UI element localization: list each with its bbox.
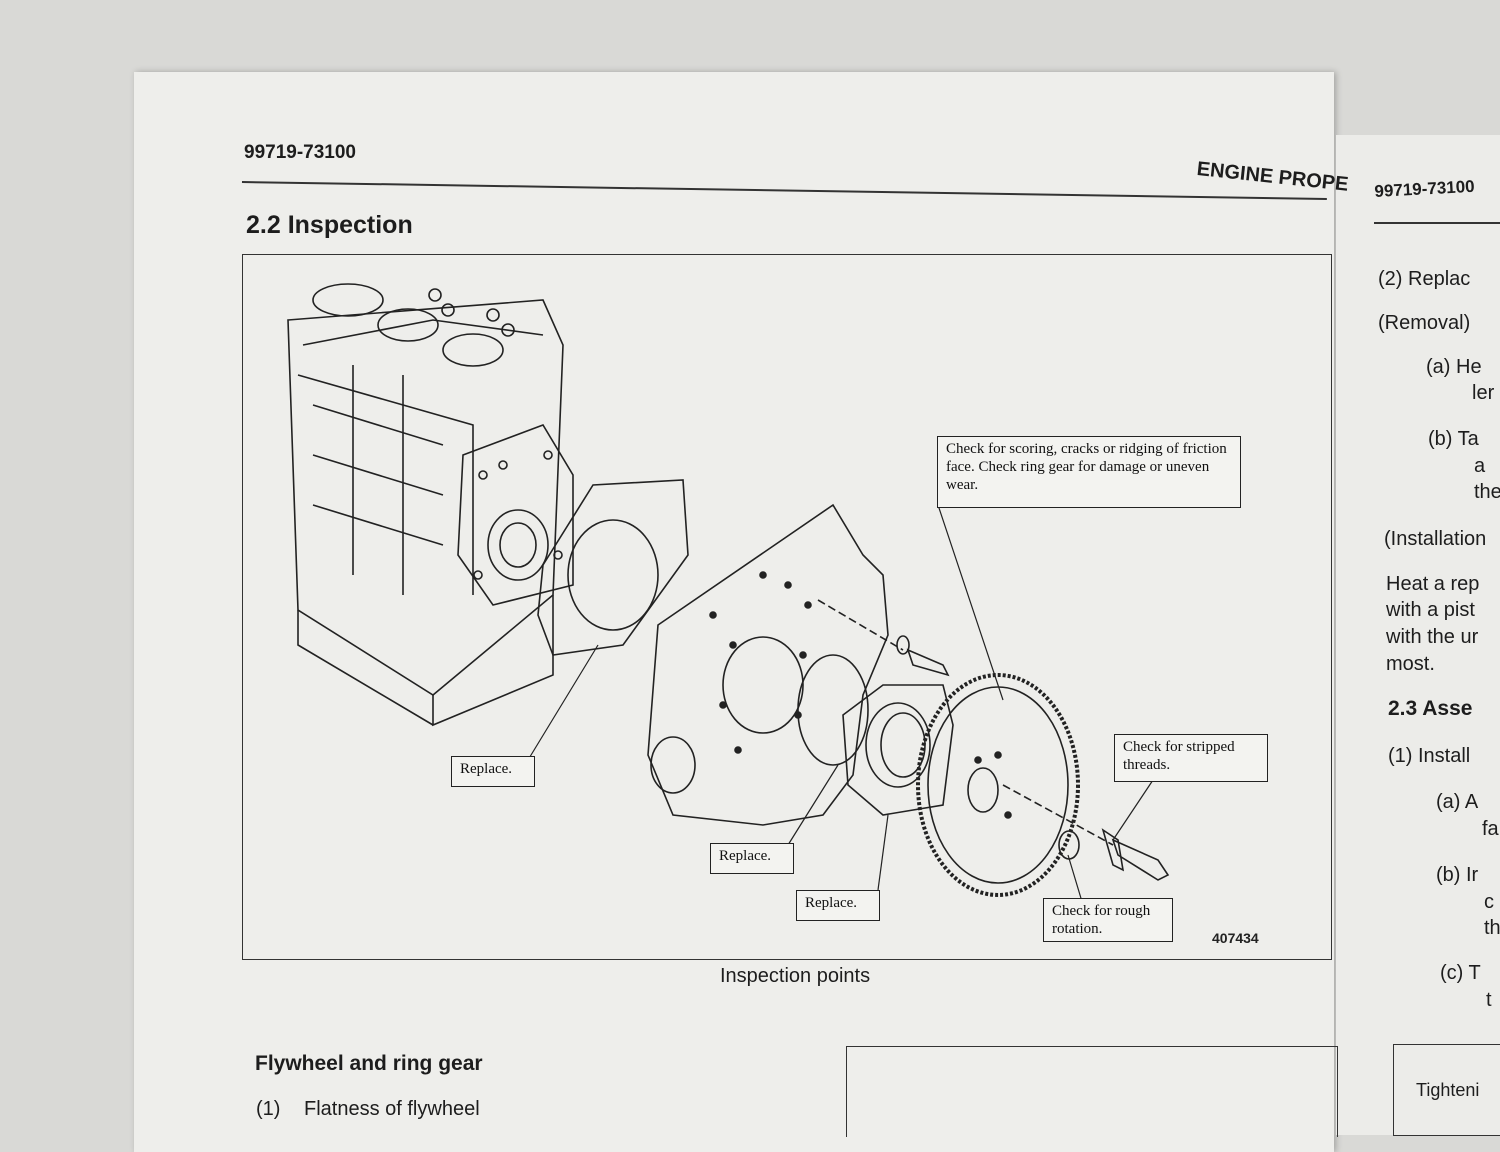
figure-frame (242, 254, 1332, 960)
subsection-title: Flywheel and ring gear (255, 1052, 483, 1075)
right-line: t (1486, 989, 1492, 1011)
callout-friction-face: Check for scoring, cracks or ridging of … (937, 436, 1241, 508)
callout-replace-oil-seal: Replace. (796, 890, 880, 921)
list-item: (1) Flatness of flywheel (256, 1098, 480, 1121)
section-title: 2.2 Inspection (246, 211, 413, 239)
right-page (1336, 135, 1500, 1135)
callout-stripped-threads: Check for stripped threads. (1114, 734, 1268, 782)
right-line: with the ur (1386, 626, 1479, 648)
figure-caption: Inspection points (720, 965, 871, 987)
right-line: the (1474, 481, 1500, 503)
rear-seal-gasket (797, 654, 869, 766)
right-line: ler (1472, 382, 1495, 404)
bolts (817, 599, 1170, 881)
flywheel (916, 673, 1080, 897)
right-line: (c) T (1440, 962, 1481, 984)
right-line: with a pist (1386, 599, 1475, 621)
oil-seal-housing (842, 684, 954, 816)
right-header-rule (1374, 222, 1500, 224)
timing-housing (457, 424, 574, 606)
right-line: most. (1386, 653, 1435, 675)
left-page (134, 72, 1334, 1152)
right-line: c (1484, 891, 1494, 913)
flywheel-housing-plate (647, 503, 889, 826)
right-line: (Removal) (1378, 312, 1471, 334)
callout-replace-seal-gasket: Replace. (710, 843, 794, 874)
right-line: (b) Ta (1428, 428, 1479, 450)
right-line: a (1474, 455, 1486, 477)
right-line: (1) Install (1388, 745, 1471, 767)
right-section-title: 2.3 Asse (1388, 697, 1473, 720)
doc-number: 99719-73100 (244, 142, 356, 163)
right-line: (Installation (1384, 528, 1487, 550)
right-line: (2) Replac (1378, 268, 1471, 290)
list-item-number: (1) (256, 1098, 281, 1120)
callout-rough-rotation: Check for rough rotation. (1043, 898, 1173, 942)
leader-lines (527, 504, 1154, 906)
right-line: fa (1482, 818, 1499, 840)
right-line: Heat a rep (1386, 573, 1480, 595)
engine-block (287, 283, 564, 727)
callout-replace-gasket: Replace. (451, 756, 535, 787)
right-line: (a) He (1426, 356, 1482, 378)
right-line: (a) A (1436, 791, 1479, 813)
figure-id: 407434 (1212, 930, 1259, 946)
right-line: th (1484, 917, 1500, 939)
housing-gasket (537, 479, 689, 656)
right-table-label: Tighteni (1416, 1080, 1480, 1100)
bottom-figure-frame (846, 1046, 1338, 1137)
list-item-text: Flatness of flywheel (304, 1098, 480, 1120)
right-line: (b) Ir (1436, 864, 1479, 886)
engine-exploded-drawing (287, 283, 1170, 906)
